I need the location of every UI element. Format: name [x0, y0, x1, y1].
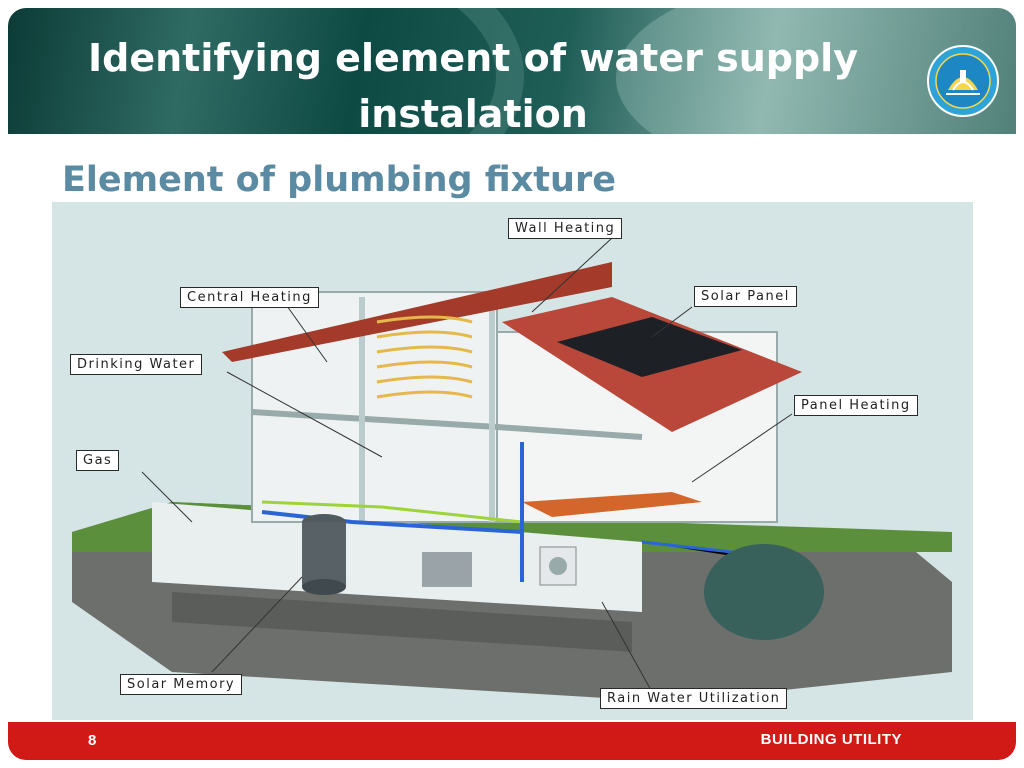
header-banner: Identifying element of water supply inst…	[8, 8, 1016, 134]
label-solar-memory: Solar Memory	[120, 674, 243, 695]
label-wall-heating: Wall Heating	[508, 218, 623, 239]
label-rain-water-utilization: Rain Water Utilization	[600, 688, 788, 709]
footer-bar: 8 BUILDING UTILITY	[8, 722, 1016, 760]
label-gas: Gas	[76, 450, 120, 471]
label-panel-heating: Panel Heating	[794, 395, 918, 416]
label-central-heating: Central Heating	[180, 287, 319, 308]
tut-wuri-handayani-logo	[927, 45, 999, 117]
label-drinking-water: Drinking Water	[70, 354, 203, 375]
slide-subtitle: Element of plumbing fixture	[62, 160, 616, 200]
label-solar-panel: Solar Panel	[694, 286, 797, 307]
house-plumbing-diagram: Wall Heating Central Heating Solar Panel…	[52, 202, 973, 720]
page-number: 8	[88, 732, 97, 749]
footer-title: BUILDING UTILITY	[760, 731, 902, 748]
slide-title: Identifying element of water supply inst…	[88, 36, 858, 134]
house-cutaway-illustration	[72, 237, 952, 702]
